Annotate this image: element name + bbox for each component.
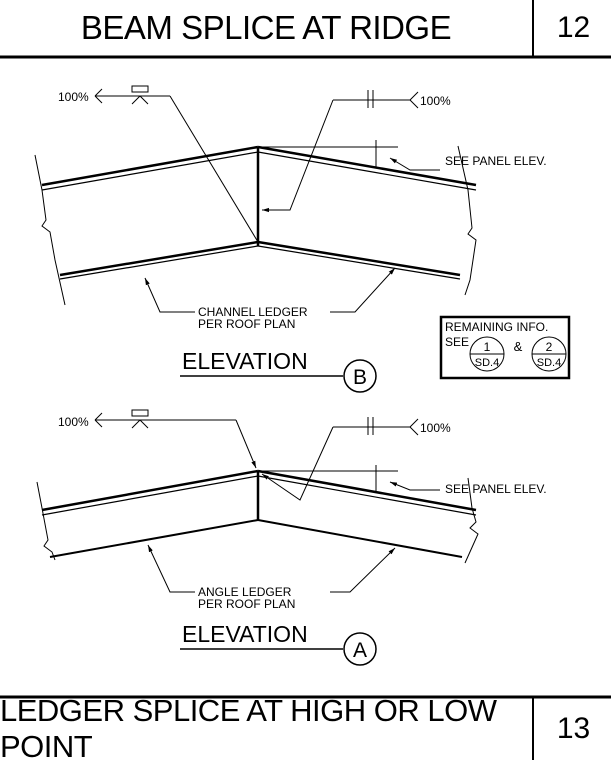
elevation-b-see-panel: SEE PANEL ELEV. bbox=[445, 154, 547, 168]
detail-title-bottom: LEDGER SPLICE AT HIGH OR LOW POINT bbox=[0, 693, 497, 764]
detail-title-top: BEAM SPLICE AT RIDGE bbox=[80, 9, 452, 46]
remaining-info-see: SEE bbox=[445, 335, 469, 349]
ref1-detail-number: 1 bbox=[484, 340, 491, 354]
ref1-sheet-number: SD.4 bbox=[475, 357, 499, 369]
elevation-b-ledger-line2: PER ROOF PLAN bbox=[198, 317, 295, 331]
elevation-a-title: ELEVATION bbox=[182, 621, 308, 647]
elevation-a-marker: A bbox=[353, 639, 367, 662]
detail-number-top: 12 bbox=[556, 11, 591, 44]
ref-ampersand: & bbox=[514, 339, 523, 354]
elevation-a-drawing bbox=[36, 409, 479, 666]
elevation-a-ledger-line1: ANGLE LEDGER bbox=[198, 585, 292, 599]
elevation-b-title: ELEVATION bbox=[182, 348, 308, 374]
elevation-a-see-panel: SEE PANEL ELEV. bbox=[445, 482, 547, 496]
ref2-detail-number: 2 bbox=[546, 340, 553, 354]
elevation-b-ledger-line1: CHANNEL LEDGER bbox=[198, 305, 308, 319]
elevation-b-marker: B bbox=[353, 366, 367, 389]
elevation-b-slope-left: 100% bbox=[58, 90, 89, 104]
elevation-b-slope-right: 100% bbox=[420, 94, 451, 108]
elevation-a-ledger-line2: PER ROOF PLAN bbox=[198, 597, 295, 611]
elevation-a-slope-left: 100% bbox=[58, 415, 89, 429]
ref2-sheet-number: SD.4 bbox=[537, 357, 561, 369]
remaining-info-label: REMAINING INFO. bbox=[445, 320, 548, 334]
remaining-info-box bbox=[439, 315, 571, 380]
detail-number-bottom: 13 bbox=[556, 712, 591, 745]
elevation-b-drawing bbox=[34, 85, 477, 393]
elevation-a-slope-right: 100% bbox=[420, 421, 451, 435]
